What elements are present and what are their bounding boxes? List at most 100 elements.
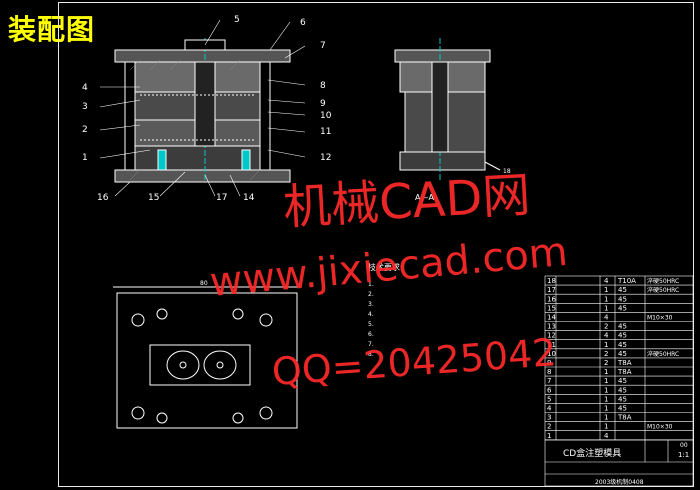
bom-cell-qty: 1 (604, 286, 608, 294)
bom-cell-no: 11 (547, 341, 556, 349)
plan-view: 80 (113, 280, 298, 429)
bom-cell-no: 9 (547, 359, 551, 367)
bom-cell-no: 12 (547, 332, 556, 340)
scale-value: 1:1 (678, 451, 689, 459)
bom-cell-note: 淬硬50HRC (647, 277, 679, 285)
bom-cell-qty: 1 (604, 386, 608, 394)
bom-cell-qty: 1 (604, 423, 608, 431)
bom-cell-qty: 1 (604, 395, 608, 403)
sheet-no: 00 (680, 442, 688, 449)
bom-cell-no: 2 (547, 423, 551, 431)
callout-15: 15 (148, 193, 159, 203)
tech-item: 8. (368, 351, 374, 358)
callout-16: 16 (97, 193, 109, 203)
bom-cell-no: 10 (547, 350, 556, 358)
bom-cell-mat: 45 (618, 395, 627, 403)
side-section-view (394, 38, 501, 180)
callout-11: 11 (320, 127, 331, 137)
bom-cell-no: 17 (547, 286, 556, 294)
bom-cell-qty: 4 (604, 332, 609, 340)
class-info: 2003级机制0408 (595, 478, 644, 486)
bom-cell-note: 淬硬50HRC (647, 286, 679, 294)
bom-cell-qty: 2 (604, 350, 608, 358)
hatch-lines (129, 59, 261, 181)
callout-9: 9 (320, 99, 326, 109)
bom-table (544, 275, 694, 441)
section-label: A—A (415, 193, 434, 202)
tech-item: 4. (368, 311, 374, 318)
callout-8: 8 (320, 81, 326, 91)
bom-cell-no: 13 (547, 323, 556, 331)
bom-cell-qty: 1 (604, 341, 608, 349)
bom-cell-qty: 1 (604, 368, 608, 376)
callout-labels: 4 3 2 1 16 5 6 7 8 9 10 11 12 15 17 14 (82, 15, 332, 203)
tech-item: 3. (368, 301, 374, 308)
bom-cell-qty: 1 (604, 405, 608, 413)
bom-cell-no: 1 (547, 432, 551, 440)
tech-requirements-list: 1. 2. 3. 4. 5. 6. 7. 8. (368, 280, 538, 360)
bom-cell-qty: 4 (604, 277, 609, 285)
callout-6: 6 (300, 18, 306, 28)
bom-cell-mat: T8A (617, 414, 632, 422)
callout-5: 5 (234, 15, 240, 25)
callout-1: 1 (82, 153, 88, 163)
bom-cell-no: 6 (547, 386, 552, 394)
callout-17: 17 (216, 193, 227, 203)
bom-cell-mat: 45 (618, 304, 627, 312)
watermark-line1: 机械CAD网 (281, 167, 532, 236)
bom-cell-note: M10×30 (647, 315, 673, 322)
bom-cell-mat: 45 (618, 377, 627, 385)
callout-14: 14 (243, 193, 255, 203)
bom-cell-qty: 1 (604, 414, 608, 422)
bom-cell-qty: 2 (604, 323, 608, 331)
bom-cell-qty: 4 (604, 314, 609, 322)
bom-cell-mat: 45 (618, 405, 627, 413)
tech-requirements-title: 技术要求: (368, 263, 403, 272)
bom-cell-qty: 1 (604, 377, 608, 385)
bom-cell-note: 淬硬50HRC (647, 350, 679, 358)
title-block (544, 439, 694, 487)
tech-item: 5. (368, 321, 374, 328)
drawing-title: 装配图 (8, 13, 96, 46)
bom-cell-mat: T8A (617, 359, 632, 367)
leader-lines (99, 19, 306, 197)
bom-cell-no: 14 (547, 314, 556, 322)
bom-cell-qty: 1 (604, 304, 608, 312)
bom-cell-no: 3 (547, 414, 551, 422)
bom-cell-mat: 45 (618, 286, 627, 294)
tech-item: 7. (368, 341, 374, 348)
bom-cell-note: M10×30 (647, 424, 673, 431)
side-callout-18: 18 (503, 168, 511, 175)
callout-12: 12 (320, 153, 331, 163)
bom-cell-qty: 1 (604, 295, 608, 303)
drawing-frame (58, 2, 694, 487)
bom-cell-qty: 4 (604, 432, 609, 440)
dimension-text: 80 (200, 280, 208, 287)
tech-item: 6. (368, 331, 374, 338)
callout-4: 4 (82, 83, 88, 93)
bom-cell-no: 16 (547, 295, 556, 303)
drawing-name: CD盒注塑模具 (563, 447, 621, 459)
tech-item: 2. (368, 291, 374, 298)
bom-cell-no: 15 (547, 304, 556, 312)
bom-cell-mat: T8A (617, 368, 632, 376)
callout-3: 3 (82, 102, 88, 112)
bom-cell-mat: 45 (618, 341, 627, 349)
bom-cell-no: 8 (547, 368, 551, 376)
bom-cell-no: 4 (547, 405, 552, 413)
bom-cell-qty: 2 (604, 359, 608, 367)
callout-2: 2 (82, 125, 88, 135)
callout-7: 7 (320, 41, 326, 51)
bom-cell-mat: 45 (618, 332, 627, 340)
bom-cell-mat: 45 (618, 295, 627, 303)
callout-10: 10 (320, 111, 332, 121)
bom-cell-mat: T10A (617, 277, 636, 285)
bom-cell-no: 5 (547, 395, 551, 403)
tech-item: 1. (368, 281, 374, 288)
front-section-view (114, 38, 291, 183)
bom-cell-no: 7 (547, 377, 551, 385)
bom-cell-no: 18 (547, 277, 556, 285)
bom-cell-mat: 45 (618, 386, 627, 394)
